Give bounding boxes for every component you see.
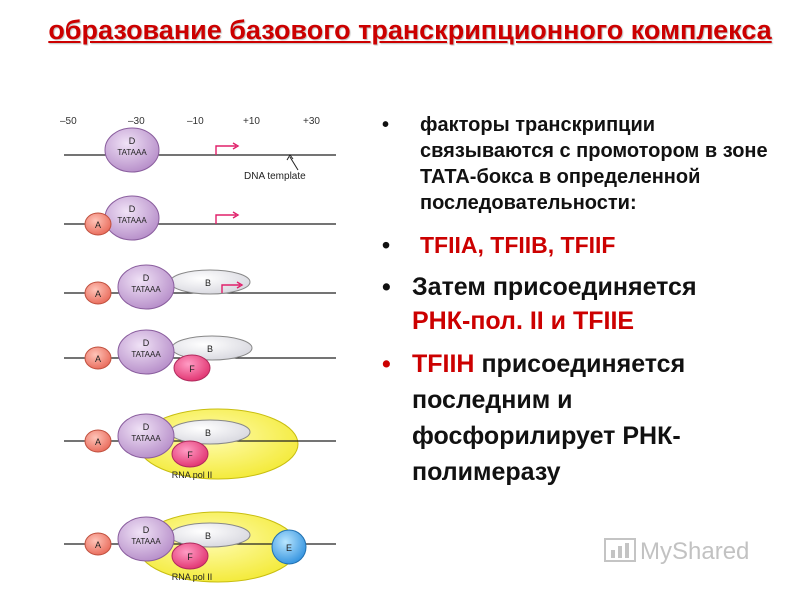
slide-title: образование базового транскрипционного к… [48, 15, 772, 45]
ruler-label-minus30: –30 [128, 116, 145, 127]
tfiif-shape [173, 354, 211, 382]
tfiib-label: B [205, 531, 211, 541]
tfiie-label: E [286, 543, 292, 553]
bullet-rna-pol-joins: • Затем присоединяется РНК-пол. II и TFI… [378, 270, 778, 338]
tfiid-label: D [129, 136, 136, 146]
bullet-dot: • [382, 350, 391, 378]
tfiid-shape [104, 127, 160, 173]
tfiia-label: A [95, 540, 101, 550]
bullet-text: присоединяется последним и фосфорилирует… [412, 350, 686, 486]
tfiia-shape [84, 281, 112, 305]
bullet-factors-bind: • факторы транскрипции связываются с про… [378, 112, 778, 216]
step-5-rna-pol-ii: B F D TATAAA A RNA pol II [64, 408, 336, 480]
tfiia-label: A [95, 220, 101, 230]
tfiid-label: D [143, 422, 150, 432]
tfiia-label: A [95, 354, 101, 364]
tfiib-label: B [205, 278, 211, 288]
step-4-tfiif: B F D TATAAA A [64, 329, 336, 382]
tfiia-shape [84, 346, 112, 370]
start-arrow [221, 284, 240, 293]
tfiif-shape [171, 440, 209, 468]
tata-box-label: TATAAA [117, 148, 147, 157]
tfiib-label: B [205, 428, 211, 438]
ruler-label-plus10: +10 [243, 116, 260, 127]
tata-box-label: TATAAA [131, 350, 161, 359]
tfiia-shape [84, 212, 112, 236]
tata-box-label: TATAAA [117, 216, 147, 225]
bullet-list: • факторы транскрипции связываются с про… [378, 112, 778, 490]
watermark-logo-icon [604, 538, 636, 562]
tfiid-shape [117, 413, 175, 459]
start-arrow [215, 145, 236, 155]
bullet-text: факторы транскрипции связываются с промо… [420, 114, 768, 214]
tfiia-label: A [95, 437, 101, 447]
rna-pol-label: RNA pol II [172, 470, 213, 480]
tfiif-label: F [187, 450, 193, 460]
bullet-factor-list: • TFIIA, TFIIB, TFIIF [378, 230, 778, 260]
watermark: MyShared [640, 538, 750, 565]
tata-box-label: TATAAA [131, 537, 161, 546]
step-2-tfiia: D TATAAA A [64, 195, 336, 241]
tfiia-shape [84, 532, 112, 556]
dna-template-label: DNA template [244, 171, 306, 182]
tfiid-label: D [143, 338, 150, 348]
rna-pol-label: RNA pol II [172, 572, 213, 582]
tfiie-shape [271, 529, 307, 565]
bullet-highlight: TFIIH [412, 350, 475, 378]
transcription-complex-diagram: –50 –30 –10 +10 +30 D TATAAA DNA templat… [60, 116, 336, 583]
tfiib-label: B [207, 344, 213, 354]
tfiid-label: D [129, 204, 136, 214]
bullet-text: TFIIA, TFIIB, TFIIF [420, 232, 616, 258]
tfiid-shape [117, 264, 175, 310]
tata-box-label: TATAAA [131, 285, 161, 294]
tfiid-label: D [143, 525, 150, 535]
tfiid-shape [117, 329, 175, 375]
tfiia-label: A [95, 289, 101, 299]
step-3-tfiib: B D TATAAA A [64, 264, 336, 310]
step-1-tfiid: D TATAAA DNA template [64, 127, 336, 182]
tfiif-label: F [187, 552, 193, 562]
tfiia-shape [84, 429, 112, 453]
ruler-label-minus10: –10 [187, 116, 204, 127]
tfiid-shape [117, 516, 175, 562]
step-6-tfiie: B F D TATAAA A E RNA pol II [64, 511, 336, 583]
bullet-highlight: РНК-пол. II и TFIIE [412, 307, 635, 335]
start-arrow [215, 214, 236, 224]
ruler-label-minus50: –50 [60, 116, 77, 127]
tfiid-label: D [143, 273, 150, 283]
bullet-text: Затем присоединяется [412, 273, 697, 301]
bullet-dot: • [382, 232, 391, 258]
ruler-label-plus30: +30 [303, 116, 320, 127]
tfiif-shape [171, 542, 209, 570]
bullet-dot: • [382, 114, 390, 136]
bullet-tfiih-joins: • TFIIH присоединяется последним и фосфо… [378, 346, 778, 490]
dna-pointer [289, 156, 299, 171]
bullet-dot: • [382, 273, 391, 301]
tfiif-label: F [189, 364, 195, 374]
tata-box-label: TATAAA [131, 434, 161, 443]
